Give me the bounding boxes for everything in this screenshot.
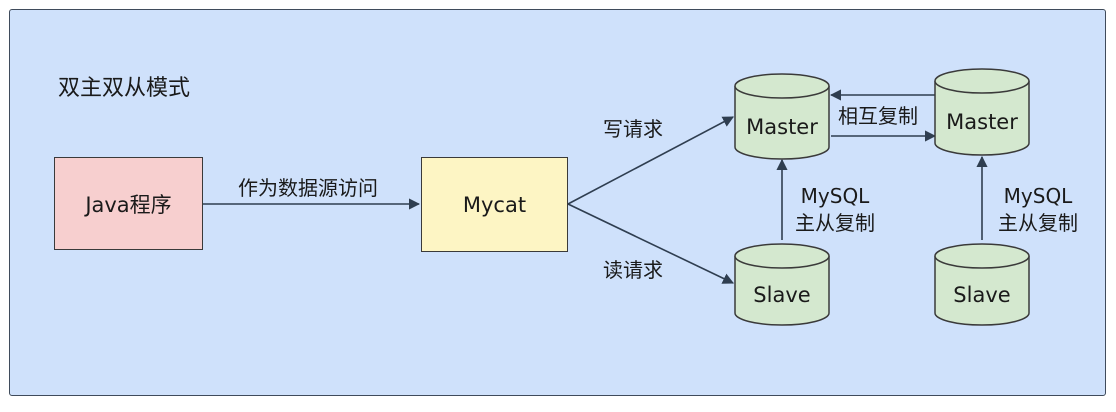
mycat-label: Mycat [462,192,527,217]
slave2-cylinder [934,243,1030,326]
arrow-write [567,116,734,205]
master1-label: Master [746,115,818,139]
slave1-label: Slave [753,283,811,307]
java-app-box: Java程序 [54,157,203,250]
master1-cylinder [734,73,830,160]
edge-label-repl1-line2: 主从复制 [795,211,875,235]
mycat-box: Mycat [421,157,568,252]
edge-label-repl2-line1: MySQL [1003,184,1073,208]
master2-cylinder [934,68,1030,156]
edge-label-read: 读请求 [603,258,663,282]
diagram-title: 双主双从模式 [58,76,191,101]
master2-label: Master [946,110,1018,134]
slave2-label: Slave [953,283,1011,307]
edge-label-mutual: 相互复制 [838,104,918,128]
edge-label-repl2-line2: 主从复制 [998,211,1078,235]
edge-label-repl1-line1: MySQL [800,184,870,208]
edge-label-write: 写请求 [603,117,663,141]
slave1-cylinder [734,243,830,326]
arrow-read [567,203,735,284]
edge-label-app-to-mycat: 作为数据源访问 [238,176,378,200]
java-app-label: Java程序 [85,192,172,217]
